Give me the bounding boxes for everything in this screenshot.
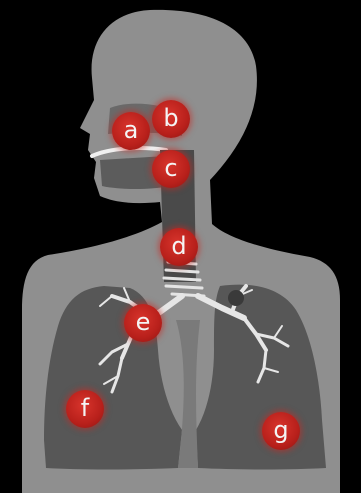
marker-b: b	[152, 100, 190, 138]
marker-d-label: d	[171, 234, 186, 258]
marker-a-label: a	[124, 118, 139, 142]
marker-g: g	[262, 412, 300, 450]
marker-d: d	[160, 228, 198, 266]
marker-g-label: g	[273, 418, 288, 442]
marker-f-label: f	[81, 396, 89, 420]
marker-c: c	[152, 150, 190, 188]
bronchus-shadow	[228, 290, 244, 306]
marker-a: a	[112, 112, 150, 150]
marker-f: f	[66, 390, 104, 428]
marker-e: e	[124, 304, 162, 342]
marker-c-label: c	[164, 156, 177, 180]
marker-b-label: b	[163, 106, 178, 130]
marker-e-label: e	[136, 310, 151, 334]
